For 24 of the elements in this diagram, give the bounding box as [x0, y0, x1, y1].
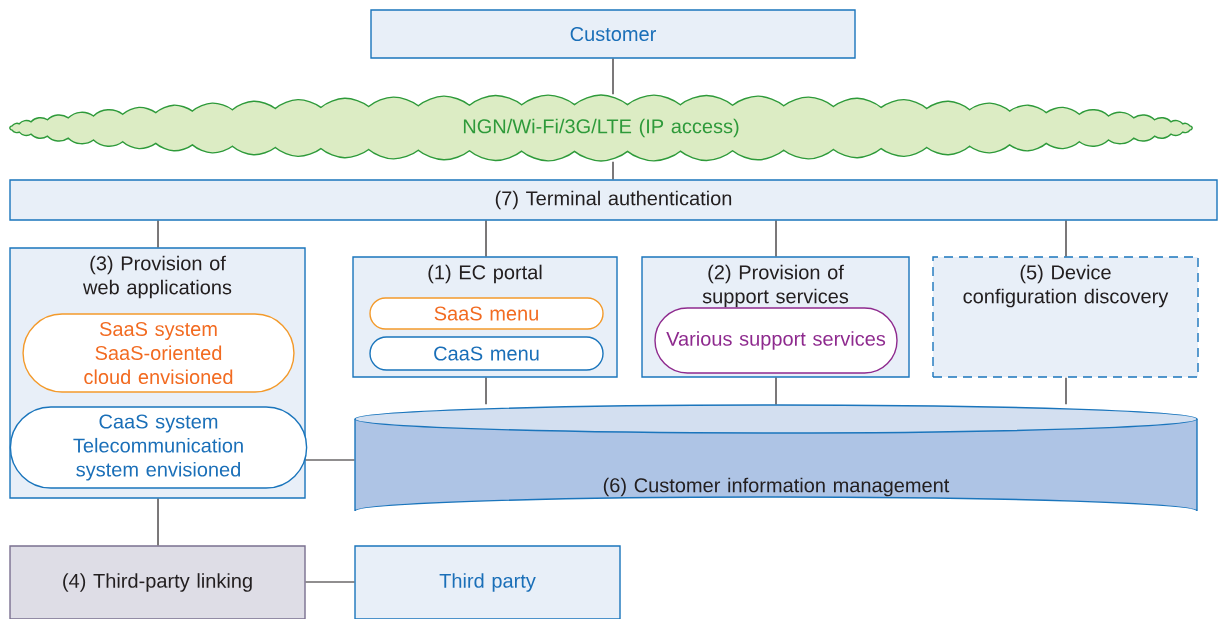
database-cylinder: (6) Customer information management: [354, 404, 1198, 512]
service-pill: Various support services: [654, 307, 898, 374]
connector-line: [775, 377, 777, 405]
menu-pill: SaaS menu: [369, 297, 604, 330]
entity-box: Customer: [370, 9, 856, 59]
network-cloud: NGN/Wi-Fi/3G/LTE (IP access): [9, 94, 1193, 162]
connector-line: [1065, 377, 1067, 405]
system-pill: CaaS system Telecommunication system envisioned: [9, 406, 308, 489]
connector-line: [305, 581, 355, 583]
menu-pill: CaaS menu: [369, 336, 604, 371]
connector-line: [157, 220, 159, 248]
layer-box: (7) Terminal authentication: [9, 179, 1218, 221]
system-pill: SaaS system SaaS-oriented cloud envisioned: [22, 313, 295, 393]
function-box: (4) Third-party linking: [9, 545, 306, 619]
connector-line: [157, 498, 159, 546]
connector-line: [485, 377, 487, 405]
connector-line: [775, 220, 777, 257]
connector-line: [305, 459, 355, 461]
connector-line: [485, 220, 487, 257]
connector-line: [612, 58, 614, 95]
function-box: (5) Device configuration discovery: [932, 256, 1199, 378]
connector-line: [1065, 220, 1067, 257]
entity-box: Third party: [354, 545, 621, 619]
connector-line: [612, 161, 614, 180]
